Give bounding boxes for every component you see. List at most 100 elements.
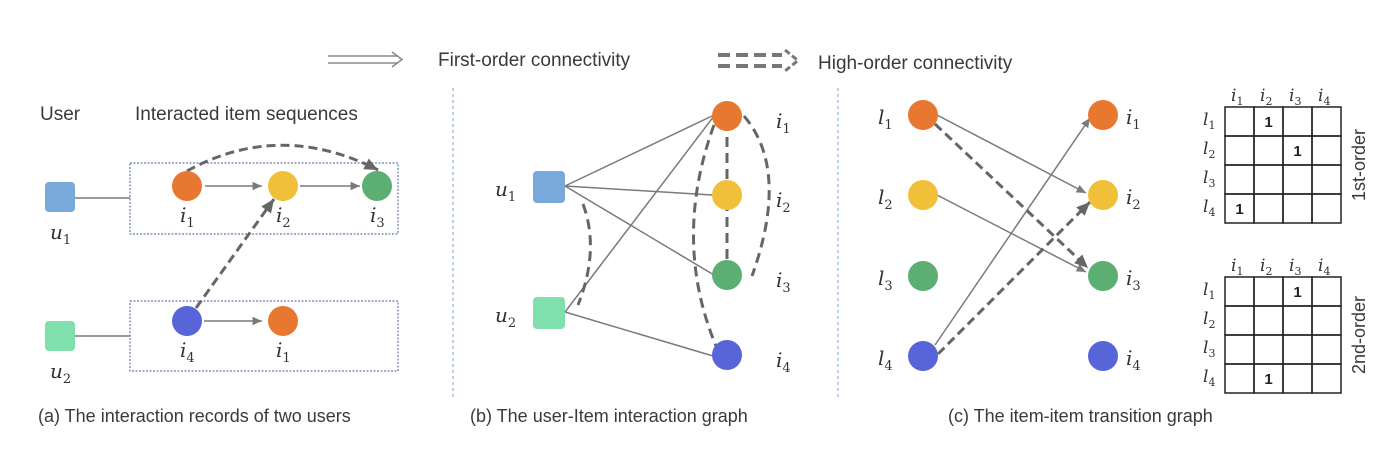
matrix-title: 1st-order xyxy=(1349,129,1369,201)
first-order-legend-icon xyxy=(328,51,404,68)
matrix-col-header: i1 xyxy=(1231,86,1243,108)
u2-sequence-box xyxy=(129,300,399,372)
edge-l1-i2 xyxy=(936,114,1087,194)
matrix-cell xyxy=(1282,305,1313,336)
edge-u1-i2 xyxy=(564,185,713,196)
left-node-l1 xyxy=(908,100,938,130)
item-node-i2 xyxy=(268,171,298,201)
i1-label: i1 xyxy=(1126,105,1141,133)
item-node-i4 xyxy=(712,340,742,370)
matrix-cell xyxy=(1224,305,1255,336)
right-node-i3 xyxy=(1088,261,1118,291)
matrix-cell-value: 1 xyxy=(1264,371,1272,388)
matrix-cell xyxy=(1311,164,1342,195)
matrix-cell-value: 1 xyxy=(1264,114,1272,131)
matrix-cell xyxy=(1311,334,1342,365)
first-order-legend-label: First-order connectivity xyxy=(438,50,631,71)
panel-a: User Interacted item sequences u1 u2 i1 … xyxy=(38,104,399,426)
item-node-i4 xyxy=(172,306,202,336)
matrix-cell xyxy=(1224,106,1255,137)
high-order-u1-u2 xyxy=(576,203,592,306)
i2-label: i2 xyxy=(776,188,791,216)
matrix-cell xyxy=(1253,164,1284,195)
matrix-cell xyxy=(1224,334,1255,365)
matrix-cell-value: 1 xyxy=(1293,284,1301,301)
l3-label: l3 xyxy=(878,266,893,294)
matrix-cell xyxy=(1311,305,1342,336)
matrix-cell xyxy=(1282,193,1313,224)
items-column-header: Interacted item sequences xyxy=(135,104,358,125)
high-order-l4-i2 xyxy=(936,200,1092,356)
user-column-header: User xyxy=(40,104,81,125)
matrix-cell xyxy=(1224,276,1255,307)
matrix-cell xyxy=(1282,106,1313,137)
u1-label: u1 xyxy=(50,220,71,248)
high-order-i1-i4 xyxy=(692,124,718,347)
user-node-u2 xyxy=(533,297,565,329)
matrix-row-header: l3 xyxy=(1203,338,1215,360)
item-node-i1 xyxy=(172,171,202,201)
matrix-cell xyxy=(1311,106,1342,137)
matrix-row-header: l1 xyxy=(1203,110,1215,132)
i3-label: i3 xyxy=(1126,266,1141,294)
matrix-col-header: i2 xyxy=(1260,86,1272,108)
matrix-col-header: i3 xyxy=(1289,256,1301,278)
i2-label: i2 xyxy=(1126,185,1141,213)
matrix-cell xyxy=(1253,135,1284,166)
right-node-i1 xyxy=(1088,100,1118,130)
i3-label: i3 xyxy=(370,203,385,231)
edge-u1-i1 xyxy=(564,115,713,187)
caption-b: (b) The user-Item interaction graph xyxy=(470,406,748,426)
caption-a: (a) The interaction records of two users xyxy=(38,406,351,426)
i1-second-label: i1 xyxy=(276,338,291,366)
u1-sequence-box xyxy=(129,162,399,235)
l1-label: l1 xyxy=(878,105,893,133)
matrix-cell xyxy=(1311,135,1342,166)
matrix-row-header: l2 xyxy=(1203,309,1215,331)
item-node-i3 xyxy=(362,171,392,201)
item-node-i2 xyxy=(712,180,742,210)
caption-c: (c) The item-item transition graph xyxy=(948,406,1213,426)
matrix-row-header: l2 xyxy=(1203,139,1215,161)
edge-u1-i3 xyxy=(564,185,715,276)
matrix-cell xyxy=(1311,193,1342,224)
right-node-i4 xyxy=(1088,341,1118,371)
matrix-cell xyxy=(1282,164,1313,195)
i4-label: i4 xyxy=(776,348,791,376)
matrix-cell xyxy=(1253,193,1284,224)
legend: First-order connectivity High-order conn… xyxy=(328,48,1013,74)
matrix-cell xyxy=(1311,276,1342,307)
matrix-row-header: l4 xyxy=(1203,367,1215,389)
left-node-l4 xyxy=(908,341,938,371)
u2-label: u2 xyxy=(50,359,71,387)
user-node-u1 xyxy=(45,182,75,212)
matrix-cell xyxy=(1282,363,1313,394)
i3-label: i3 xyxy=(776,268,791,296)
matrix-cell xyxy=(1253,276,1284,307)
left-node-l3 xyxy=(908,261,938,291)
u1-label: u1 xyxy=(495,177,516,205)
high-order-l1-i3 xyxy=(933,122,1090,270)
l4-label: l4 xyxy=(878,346,893,374)
high-order-legend-icon xyxy=(718,48,801,73)
matrix-row-header: l4 xyxy=(1203,197,1215,219)
high-order-i4-i2 xyxy=(194,198,276,309)
edge-u2-i4 xyxy=(564,311,714,357)
matrix-col-header: i4 xyxy=(1318,256,1330,278)
panel-c: l1 l2 l3 l4 i1 i2 i3 i4 i1 i2 i3 i4 l1 l2 l3 l4… xyxy=(878,86,1369,426)
l2-label: l2 xyxy=(878,185,893,213)
i4-label: i4 xyxy=(1126,346,1141,374)
matrix-cell xyxy=(1224,363,1255,394)
item-node-i1 xyxy=(712,101,742,131)
i2-label: i2 xyxy=(276,203,291,231)
matrix-col-header: i3 xyxy=(1289,86,1301,108)
matrix-cell xyxy=(1253,334,1284,365)
edge-l4-i1 xyxy=(934,117,1091,346)
high-order-i1-i3 xyxy=(186,143,379,173)
high-order-i1-i3-curve xyxy=(742,115,771,277)
i1-label: i1 xyxy=(776,109,791,137)
